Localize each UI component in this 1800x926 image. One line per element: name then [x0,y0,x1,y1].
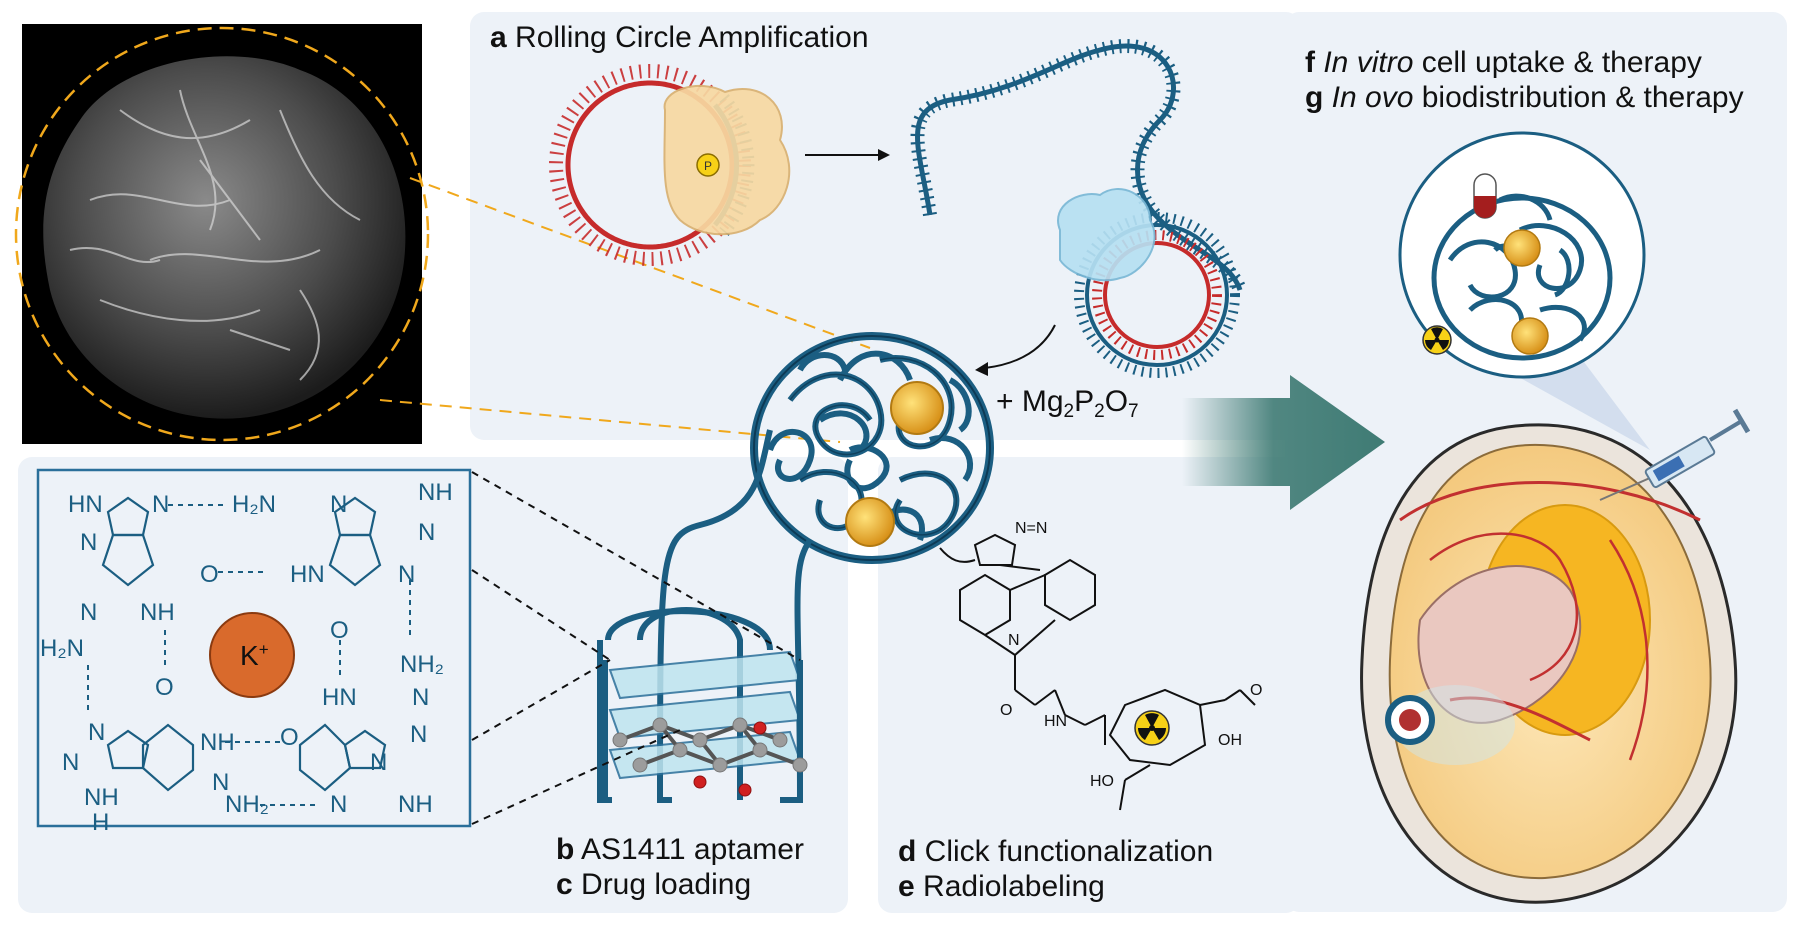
label-f: f In vitro cell uptake & therapy [1305,46,1702,79]
atom-n-r2: N [412,684,429,711]
label-a: a Rolling Circle Amplification [490,21,869,54]
chelator-atom-labels: N=N N O HN O OH HO [1000,520,1262,790]
label-b: b AS1411 aptamer [556,833,804,866]
atom-h2n-top: H₂N [232,491,276,518]
doxorubicin-molecule [612,717,808,797]
quadruplex-box-dashed-lines [471,471,801,825]
atom-h2n-l: H₂N [40,635,84,662]
atom-n-r1: N [398,561,415,588]
chelator-oh: OH [1218,732,1242,749]
atom-nh-tr: NH [418,479,453,506]
radioactive-icon-chelator [1134,710,1170,746]
chelator-o2: O [1250,682,1262,699]
chelator-o: O [1000,702,1012,719]
atom-n-tr2: N [418,519,435,546]
atom-n-bl2: N [62,749,79,776]
atom-nh2-r: NH₂ [400,651,444,678]
atom-nh-bot2: NH [398,791,433,818]
atom-o-b: O [155,674,174,701]
atom-n-tl: N [152,491,169,518]
atom-nh2-bot: NH₂ [225,791,269,818]
click-chelator-structure [939,533,1256,811]
quadruplex-structure [101,496,387,792]
g-quadruplex [602,608,803,800]
chelator-nn: N=N [1015,520,1047,537]
hydrogen-bonds [87,504,411,806]
chelator-ho: HO [1090,773,1114,790]
atom-n-tc: N [330,491,347,518]
atom-nh-bot: NH [84,784,119,811]
atom-hn-tl: HN [68,491,103,518]
sem-image [14,24,430,444]
label-e: e Radiolabeling [898,870,1105,903]
atom-n-bot: N [330,791,347,818]
atom-hn-c: HN [290,561,325,588]
radioactive-icon-inset [1422,325,1452,355]
chelator-n: N [1008,632,1020,649]
atom-o-c: O [330,617,349,644]
atom-o-l: O [200,561,219,588]
atom-n-l1b: N [80,599,97,626]
label-c: c Drug loading [556,868,752,901]
k-ion-label: K+ [240,640,269,671]
label-g: g In ovo biodistribution & therapy [1305,81,1744,114]
chelator-hn: HN [1044,713,1067,730]
rca-template-circle-2 [1074,212,1240,378]
quadruplex-atom-labels: HN N H₂N N NH N N O HN N N NH O H₂N NH₂ … [40,479,453,836]
atom-o-br: O [280,724,299,751]
atom-nh-l: NH [140,599,175,626]
polymerase-1: P [663,84,791,236]
atom-n-bl: N [88,719,105,746]
polymerase-2 [1057,188,1156,282]
potassium-ion [209,612,295,698]
atom-n-br: N [410,721,427,748]
gold-nanoparticles [845,381,944,547]
reagent-label: + Mg2P2O7 [996,385,1139,422]
drug-capsule-icon [1473,173,1497,219]
process-arrow [1182,375,1385,510]
nanoflower-inset [1398,131,1650,450]
atom-n-br2: N [370,749,387,776]
syringe-icon [1599,408,1751,501]
phosphate-label: P [704,159,712,173]
rca-arrow [805,149,890,161]
atom-n-bc: N [212,769,229,796]
label-d: d Click functionalization [898,835,1214,868]
chick-embryo-egg [1360,423,1738,904]
atom-h-bot: H [92,809,109,836]
zoom-lines [379,177,871,443]
atom-nh-bl: NH [200,729,235,756]
dna-nanoflower [750,332,994,564]
atom-hn-r: HN [322,684,357,711]
atom-n-l1: N [80,529,97,556]
rca-product-strand [910,39,1247,293]
curved-arrow-to-flower [975,324,1056,376]
